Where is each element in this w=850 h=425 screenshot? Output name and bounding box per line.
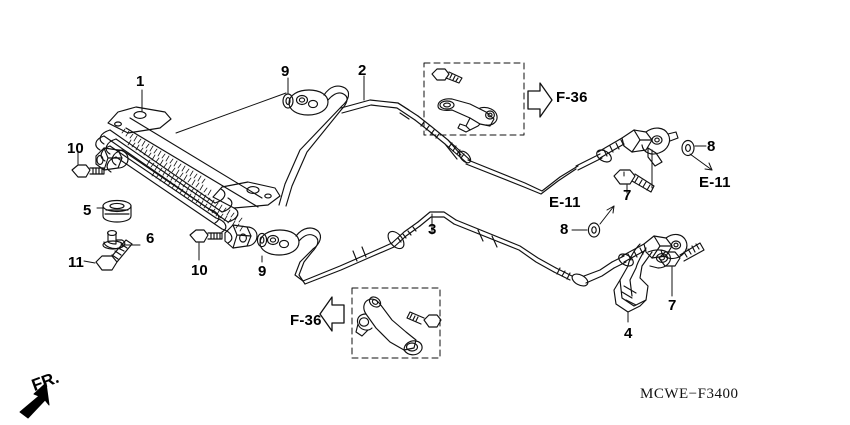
collar-6 [102,230,126,250]
callout-3: 3 [428,221,437,238]
reference-f36-bottom: F-36 [290,312,322,329]
bolt-11 [95,239,133,271]
callout-7-upper: 7 [623,187,632,204]
callout-5: 5 [83,202,92,219]
bracket-4 [613,243,671,313]
union-right-lower [611,233,688,269]
oil-cooler-assembly [95,106,281,249]
part-number-label: MCWE−F3400 [640,386,739,402]
detail-box-f36-top [423,62,525,136]
reference-e11-mid: E-11 [549,194,581,211]
callout-10-lower: 10 [191,262,208,279]
arrow-f36-bottom [319,296,345,332]
hose-3 [259,211,615,287]
callout-8-lower: 8 [560,221,569,238]
callout-11: 11 [68,254,84,271]
callout-1: 1 [136,73,145,90]
callout-9-lower: 9 [258,263,267,280]
washer-8a [681,139,695,157]
washer-8b [587,222,601,238]
bolt-7b [658,242,705,267]
hose-2 [278,85,579,207]
callout-7-lower: 7 [668,297,677,314]
union-right-upper [575,127,679,171]
callout-6: 6 [146,230,155,247]
bolt-7a [613,169,655,193]
callout-8-upper: 8 [707,138,716,155]
fr-arrow [19,382,50,419]
grommet-5 [102,199,132,223]
bolt-10a [71,164,105,178]
reference-e11-right: E-11 [699,174,731,191]
reference-f36-top: F-36 [556,89,588,106]
callout-2: 2 [358,62,367,79]
washer-9b [256,232,268,248]
callout-9-upper: 9 [281,63,290,80]
arrow-f36-top [527,82,553,118]
callout-4: 4 [624,325,633,342]
callout-10-upper: 10 [67,140,84,157]
bolt-10b [189,229,223,243]
detail-box-f36-bottom [351,287,442,359]
washer-9a [282,93,294,109]
